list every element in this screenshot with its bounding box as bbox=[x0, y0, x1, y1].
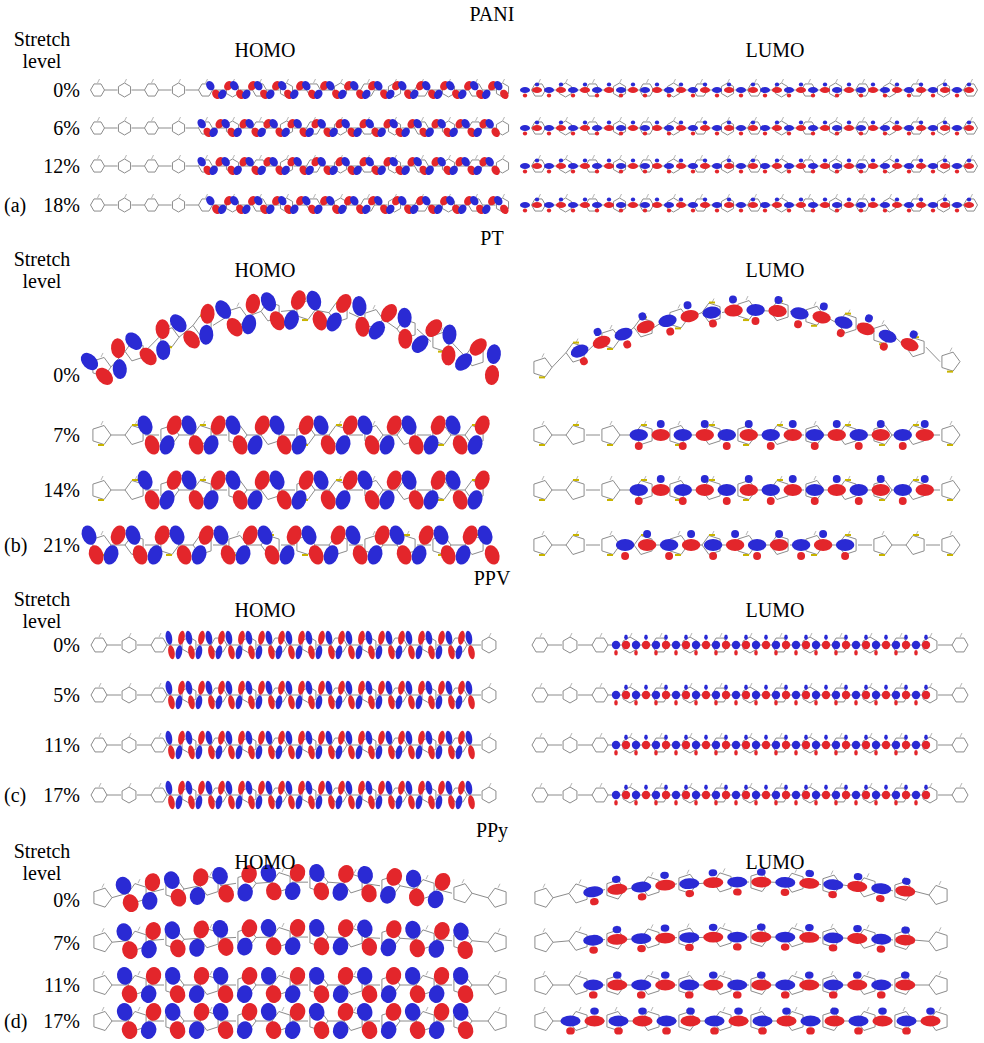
figure-stage: PANIStretch levelHOMOLUMO0%6%12%(a)18%PT… bbox=[0, 0, 984, 1043]
